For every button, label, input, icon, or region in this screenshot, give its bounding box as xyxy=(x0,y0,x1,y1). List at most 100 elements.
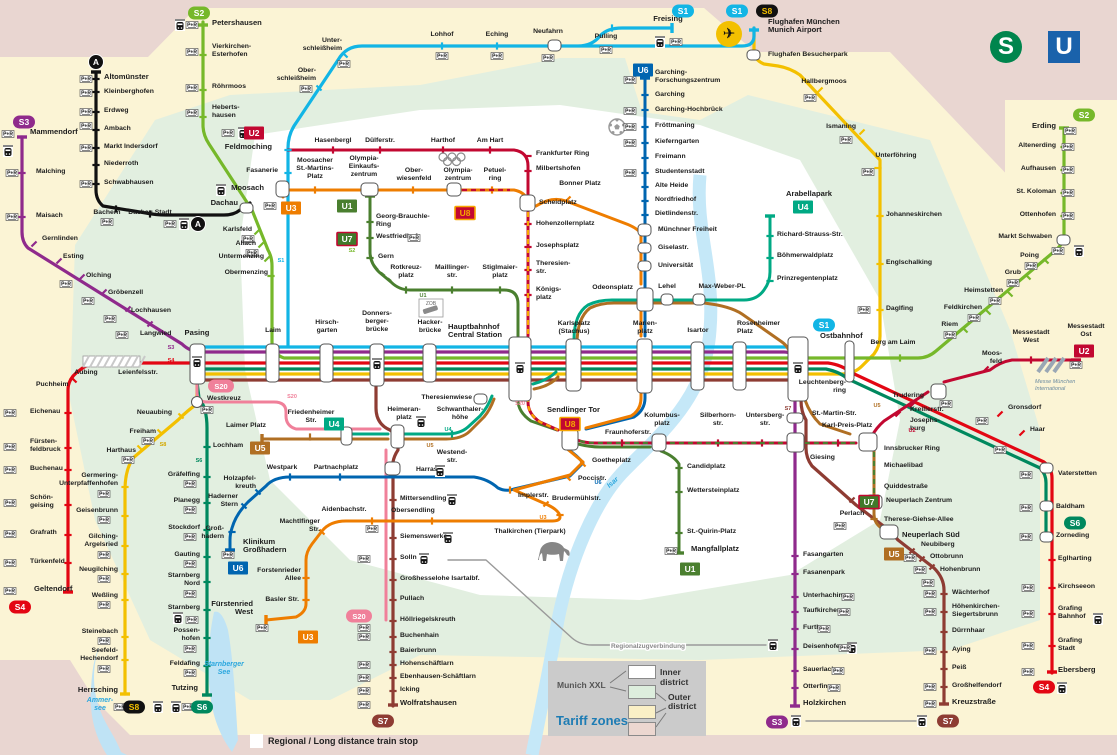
park-and-ride-icon: P+R xyxy=(357,701,371,709)
line-badge-U5: U5 xyxy=(884,547,904,561)
svg-text:A: A xyxy=(195,219,201,229)
station-tick xyxy=(564,474,572,482)
park-and-ride-icon: P+R xyxy=(623,169,637,177)
line-badge-S4: S4 xyxy=(9,600,31,614)
station-tick xyxy=(928,563,936,571)
station-label: Riem xyxy=(941,321,958,328)
park-and-ride-icon: P+R xyxy=(103,315,117,323)
station-label: Neubiberg xyxy=(921,541,955,548)
park-and-ride-icon: P+R xyxy=(79,75,93,83)
svg-text:S20: S20 xyxy=(214,382,227,391)
park-and-ride-icon: P+R xyxy=(97,516,111,524)
station-label: Laim xyxy=(265,327,281,334)
station-label: Eichenau xyxy=(30,408,60,415)
svg-text:P+R: P+R xyxy=(5,561,15,567)
station-label: Stiglmaier-platz xyxy=(482,264,517,279)
station-label: Rotkreuz-platz xyxy=(390,264,421,279)
line-badge-S7: S7 xyxy=(937,714,959,728)
park-and-ride-icon: P+R xyxy=(185,109,199,117)
svg-text:P+R: P+R xyxy=(601,48,611,54)
station-label: Markt Indersdorf xyxy=(104,143,158,150)
svg-text:P+R: P+R xyxy=(243,237,253,243)
svg-text:P+R: P+R xyxy=(5,445,15,451)
station-label: Fraunhoferstr. xyxy=(605,429,651,436)
inner-district-label: Inner district xyxy=(660,667,689,687)
station-label: Vaterstetten xyxy=(1058,470,1097,477)
station-label: Geisenbrunn xyxy=(76,507,118,514)
station-label: Zorneding xyxy=(1056,532,1089,539)
regional-train-icon xyxy=(1074,245,1084,257)
station-label: Laimer Platz xyxy=(226,422,267,429)
station-label: Heberts-hausen xyxy=(212,104,240,119)
station-label: Taufkirchen xyxy=(803,607,841,614)
park-and-ride-icon: P+R xyxy=(1061,166,1075,174)
station-label: Lohhof xyxy=(430,31,454,38)
park-and-ride-icon: P+R xyxy=(861,168,875,176)
station-tick xyxy=(908,401,916,409)
zone-swatch-green xyxy=(628,685,656,699)
park-and-ride-icon: P+R xyxy=(255,624,269,632)
station-label: Lehel xyxy=(658,283,676,290)
station-label: Gronsdorf xyxy=(1008,404,1042,411)
lake xyxy=(208,611,238,752)
line-badge-U8: U8 xyxy=(559,416,581,432)
station-label: Hirsch-garten xyxy=(315,319,338,334)
park-and-ride-icon: P+R xyxy=(79,108,93,116)
interchange-box xyxy=(690,341,705,391)
line-badge-S1: S1 xyxy=(726,4,748,18)
station-label: Esting xyxy=(63,253,84,260)
interchange-box xyxy=(265,343,280,383)
line-badge-A: A xyxy=(190,216,206,232)
interchange-box xyxy=(519,194,536,212)
interchange-box xyxy=(473,393,488,405)
station-label: Heimstetten xyxy=(964,287,1003,294)
station-tick xyxy=(124,305,132,313)
svg-text:P+R: P+R xyxy=(99,577,109,583)
station-label: Feldkirchen xyxy=(944,304,982,311)
station-label: Thalkirchen (Tierpark) xyxy=(494,528,565,535)
svg-text:P+R: P+R xyxy=(359,635,369,641)
svg-text:P+R: P+R xyxy=(905,556,915,562)
svg-text:P+R: P+R xyxy=(223,131,233,137)
station-label: Puchheim xyxy=(36,381,68,388)
park-and-ride-icon: P+R xyxy=(841,593,855,601)
svg-text:U6: U6 xyxy=(638,65,649,75)
station-label: Poing xyxy=(1020,252,1039,259)
airport-plane-icon: ✈ xyxy=(716,21,742,47)
svg-text:P+R: P+R xyxy=(187,618,197,624)
svg-text:P+R: P+R xyxy=(359,689,369,695)
park-and-ride-icon: P+R xyxy=(100,218,114,226)
svg-text:P+R: P+R xyxy=(123,458,133,464)
svg-text:U3: U3 xyxy=(303,632,314,642)
station-label: Harthaus xyxy=(107,447,137,454)
park-and-ride-icon: P+R xyxy=(79,122,93,130)
svg-text:P+R: P+R xyxy=(492,54,502,60)
svg-text:P+R: P+R xyxy=(102,220,112,226)
park-and-ride-icon: P+R xyxy=(923,683,937,691)
station-label: Freiham xyxy=(130,428,156,435)
station-label: Innsbrucker Ring xyxy=(884,445,940,452)
station-label: Aufhausen xyxy=(1021,165,1056,172)
station-tick xyxy=(996,410,1004,418)
interchange-box xyxy=(879,524,899,540)
olympic-rings-icon xyxy=(438,152,466,167)
regional-train-icon xyxy=(179,218,189,230)
interchange-box xyxy=(340,426,353,446)
line-id-label: U5 xyxy=(426,443,433,449)
park-and-ride-icon: P+R xyxy=(221,551,235,559)
station-label: Ober-schleißheim xyxy=(277,67,316,82)
line-badge-S2: S2 xyxy=(188,6,210,20)
station-label: Silberhorn-str. xyxy=(700,412,736,427)
station-label: Weßling xyxy=(92,592,118,599)
station-label: Olympia-zentrum xyxy=(443,167,472,182)
station-tick xyxy=(858,128,866,136)
station-label: Arabellapark xyxy=(786,189,833,198)
station-label: Partnachplatz xyxy=(314,464,359,471)
zone-swatch-yellow xyxy=(628,705,656,719)
svg-text:S6: S6 xyxy=(1070,518,1081,528)
station-label: Lochhausen xyxy=(131,307,171,314)
park-and-ride-icon: P+R xyxy=(923,700,937,708)
